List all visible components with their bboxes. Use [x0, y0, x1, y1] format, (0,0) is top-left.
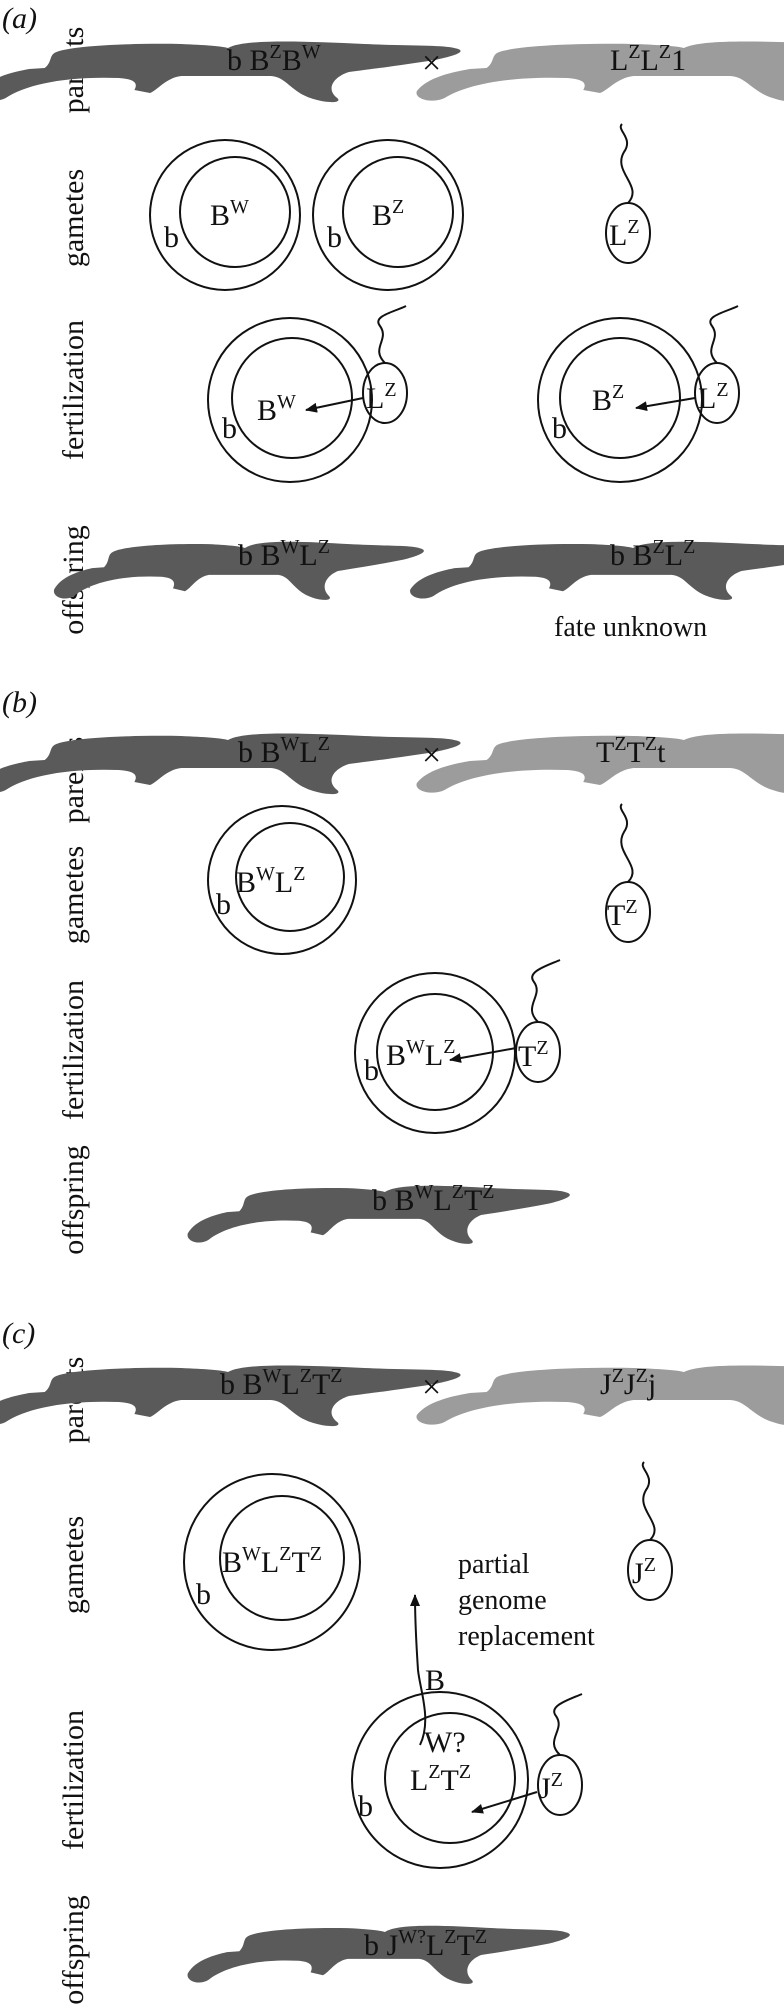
- offspring-genotype: b BWLZTZ: [372, 1181, 495, 1217]
- egg-outer-label: b: [552, 412, 567, 445]
- male-offspring-salamander: [410, 541, 784, 600]
- row-label-gametes: gametes: [57, 169, 90, 267]
- annotation-line-2: genome: [458, 1585, 547, 1616]
- sperm: TZ: [605, 803, 651, 943]
- egg-outer-label: b: [164, 221, 179, 254]
- egg-nucleus-genotype: BW: [210, 196, 249, 232]
- panel-letter: (b): [2, 686, 37, 719]
- zygote: b W? LZTZ JZ B partial genome replacemen…: [351, 1549, 595, 1869]
- offspring-genotype: b BZLZ: [610, 536, 695, 572]
- zygote-1: b BW LZ: [207, 305, 408, 483]
- row-label-fertilization: fertilization: [57, 980, 90, 1120]
- annotation-line-3: replacement: [458, 1621, 595, 1652]
- sperm-genotype: TZ: [607, 896, 638, 932]
- sperm-genotype: JZ: [632, 1554, 656, 1590]
- male-genotype: JZJZj: [600, 1365, 656, 1401]
- egg-outer-label: b: [196, 1578, 211, 1611]
- female-genotype: b BWLZ: [238, 733, 330, 769]
- egg-1: b BW: [149, 139, 301, 291]
- sperm-genotype: TZ: [518, 1037, 549, 1073]
- zygote-2: b BZ LZ: [537, 305, 740, 483]
- panel-a: (a) parents gametes fertilization offspr…: [0, 2, 784, 643]
- row-label-gametes: gametes: [57, 846, 90, 944]
- row-label-gametes: gametes: [57, 1516, 90, 1614]
- egg-nucleus-genotype: BZ: [592, 381, 624, 417]
- nucleus-unknown-w: W?: [424, 1726, 466, 1759]
- offspring-genotype: b JW?LZTZ: [364, 1926, 487, 1962]
- sperm-genotype: LZ: [698, 379, 729, 415]
- cross-symbol: ×: [422, 737, 441, 774]
- row-label-fertilization: fertilization: [57, 320, 90, 460]
- panel-letter: (c): [2, 1317, 35, 1350]
- expelled-genome-arrow: [410, 1594, 427, 1746]
- fate-note: fate unknown: [554, 612, 707, 643]
- egg-nucleus-genotype: BWLZ: [236, 863, 305, 899]
- row-label-offspring: offspring: [57, 1145, 90, 1254]
- sperm-genotype: LZ: [609, 216, 640, 252]
- zygote: b BWLZ TZ: [354, 959, 561, 1134]
- egg-2: b BZ: [312, 139, 464, 291]
- male-genotype: TZTZt: [596, 733, 666, 769]
- egg: b BWLZTZ: [183, 1473, 361, 1651]
- female-genotype: b BWLZTZ: [220, 1365, 343, 1401]
- replaced-genome-label: B: [425, 1664, 445, 1697]
- cross-symbol: ×: [422, 45, 441, 82]
- egg-outer-label: b: [364, 1054, 379, 1087]
- sperm: LZ: [605, 123, 651, 264]
- egg-outer-label: b: [358, 1790, 373, 1823]
- panel-letter: (a): [2, 2, 37, 35]
- annotation-line-1: partial: [458, 1549, 530, 1580]
- sperm-genotype: JZ: [539, 1769, 563, 1805]
- sperm-genotype: LZ: [366, 379, 397, 415]
- cross-symbol: ×: [422, 1369, 441, 1406]
- egg-outer-label: b: [216, 888, 231, 921]
- egg-outer-label: b: [327, 221, 342, 254]
- egg-nucleus-genotype: BWLZTZ: [222, 1543, 322, 1579]
- egg-nucleus-genotype: LZTZ: [410, 1761, 471, 1797]
- egg-nucleus-genotype: BWLZ: [386, 1036, 455, 1072]
- egg-outer-label: b: [222, 412, 237, 445]
- sperm: JZ: [627, 1461, 673, 1601]
- row-label-offspring: offspring: [57, 1895, 90, 2004]
- panel-c: (c) parents gametes fertilization offspr…: [0, 1317, 784, 2005]
- panel-b: (b) parents gametes fertilization offspr…: [0, 686, 784, 1255]
- egg: b BWLZ: [207, 805, 357, 955]
- male-genotype: LZLZ1: [610, 41, 686, 77]
- male-salamander: [416, 41, 784, 103]
- offspring-genotype: b BWLZ: [238, 536, 330, 572]
- egg-nucleus-genotype: BW: [257, 391, 296, 427]
- egg-nucleus-genotype: BZ: [372, 196, 404, 232]
- row-label-fertilization: fertilization: [57, 1710, 90, 1850]
- female-genotype: b BZBW: [227, 41, 321, 77]
